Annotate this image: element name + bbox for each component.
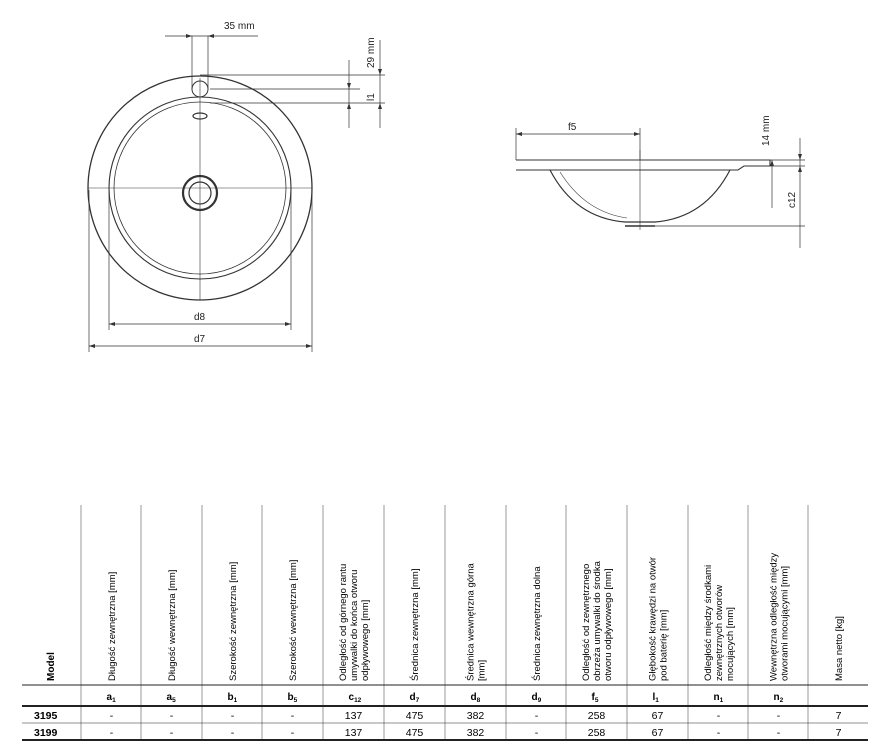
arrow — [634, 132, 640, 136]
table-header-cell: Średnica zewnętrzna dolna — [531, 566, 543, 681]
arrow — [306, 344, 312, 348]
arrow — [285, 322, 291, 326]
specification-table: Model Długość zewnętrzna [mm] Długość wewn… — [22, 505, 868, 741]
dim-d8-label: d8 — [194, 312, 206, 323]
table-value-cell: 475 — [406, 727, 424, 739]
arrow — [208, 34, 214, 38]
arrow — [89, 344, 95, 348]
arrow — [186, 34, 192, 38]
table-header-cell: Odległość od zewnętrznegoobrzeża umywalk… — [581, 560, 614, 681]
table-value-cell: - — [170, 727, 174, 739]
table-symbol-cell: a5 — [167, 692, 177, 704]
table-value-cell: - — [110, 710, 114, 722]
table-value-cell: 137 — [345, 727, 363, 739]
table-header-cell: Głębokość krawędzi na otwórpod baterię [… — [648, 557, 670, 681]
side-view — [515, 128, 805, 248]
table-value-cell: - — [231, 710, 235, 722]
table-value-cell: - — [717, 727, 721, 739]
table-header-cell: Masa netto [kg] — [834, 616, 845, 681]
table-value-cell: - — [291, 710, 295, 722]
arrow — [516, 132, 522, 136]
arrow — [798, 154, 802, 160]
table-symbol-cell: b1 — [228, 692, 238, 704]
table-symbol-cell: n1 — [714, 692, 724, 704]
table-value-cell: - — [291, 727, 295, 739]
arrow — [798, 166, 802, 172]
table-value-cell: 382 — [467, 727, 485, 739]
technical-drawing: 35 mm 29 mm l1 d8 d7 f5 14 mm c12 — [87, 21, 805, 352]
table-model-cell: 3199 — [34, 727, 58, 739]
table-value-cell: - — [777, 710, 781, 722]
table-value-cell: 67 — [652, 710, 664, 722]
arrow — [347, 103, 351, 109]
table-header-cell: Szerokość zewnętrzna [mm] — [228, 562, 239, 681]
table-value-cell: - — [170, 710, 174, 722]
table-symbol-cell: a1 — [107, 692, 117, 704]
table-symbol-cell: d8 — [471, 692, 481, 704]
arrow — [347, 83, 351, 89]
bowl-inner — [559, 171, 628, 219]
table-symbol-cell: l1 — [653, 692, 660, 704]
dim-d7-label: d7 — [194, 334, 206, 345]
table-value-cell: 258 — [588, 727, 606, 739]
table-symbol-cell: d9 — [532, 692, 542, 704]
table-header-cell: Wewnętrzna odległość międzyotworami mocu… — [769, 553, 791, 681]
table-symbol-cell: d7 — [410, 692, 420, 704]
arrow — [109, 322, 115, 326]
table-value-cell: 67 — [652, 727, 664, 739]
table-header-cell: Szerokość wewnętrzna [mm] — [288, 560, 299, 681]
table-header-cell: Średnica wewnętrzna górna[mm] — [465, 563, 488, 681]
arrow — [770, 160, 774, 166]
table-header-cell: Średnica zewnętrzna [mm] — [409, 569, 421, 681]
table-header-cell: Długość wewnętrzna [mm] — [167, 570, 178, 681]
table-value-cell: - — [777, 727, 781, 739]
dim-c12-label: c12 — [787, 191, 798, 208]
table-header-cell: Odległość między środkamizewnętrznych ot… — [703, 565, 736, 681]
table-value-cell: - — [717, 710, 721, 722]
dim-29-label: 29 mm — [366, 37, 377, 68]
table-header-cell: Długość zewnętrzna [mm] — [107, 572, 118, 681]
dim-14-label: 14 mm — [761, 115, 772, 146]
table-symbol-cell: n2 — [774, 692, 784, 704]
table-header-cell: Odległość od górnego rantuumywalki do ko… — [338, 564, 371, 681]
table-value-cell: - — [535, 710, 539, 722]
table-symbol-cell: b5 — [288, 692, 298, 704]
top-view-arrows — [89, 34, 382, 348]
side-view-arrows — [516, 132, 802, 172]
table-value-cell: 7 — [836, 710, 842, 722]
table-symbol-cell: f5 — [592, 692, 599, 704]
dim-l1-label: l1 — [366, 93, 377, 101]
table-value-cell: - — [110, 727, 114, 739]
table-model-cell: 3195 — [34, 710, 58, 722]
table-symbols: a1 a5 b1 b5 c12 d7 d8 d9 f5 l1 n1 n2 — [107, 692, 784, 704]
table-header-cell: Model — [46, 652, 57, 681]
table-value-cell: 475 — [406, 710, 424, 722]
dim-35-label: 35 mm — [224, 21, 255, 32]
table-value-cell: 137 — [345, 710, 363, 722]
table-rows: 3195 - - - - 137 475 382 - 258 67 - - 7 3199 - - - - 137 475… — [34, 710, 842, 739]
table-value-cell: 7 — [836, 727, 842, 739]
arrow — [378, 103, 382, 109]
table-value-cell: - — [535, 727, 539, 739]
table-headers: Model Długość zewnętrzna [mm] Długość wewn… — [46, 553, 845, 681]
table-symbol-cell: c12 — [349, 692, 362, 704]
table-grid — [22, 505, 868, 741]
table-value-cell: - — [231, 727, 235, 739]
table-value-cell: 258 — [588, 710, 606, 722]
rim-profile — [516, 159, 771, 171]
top-view — [87, 35, 385, 352]
arrow — [378, 69, 382, 75]
table-value-cell: 382 — [467, 710, 485, 722]
dim-f5-label: f5 — [568, 122, 577, 133]
